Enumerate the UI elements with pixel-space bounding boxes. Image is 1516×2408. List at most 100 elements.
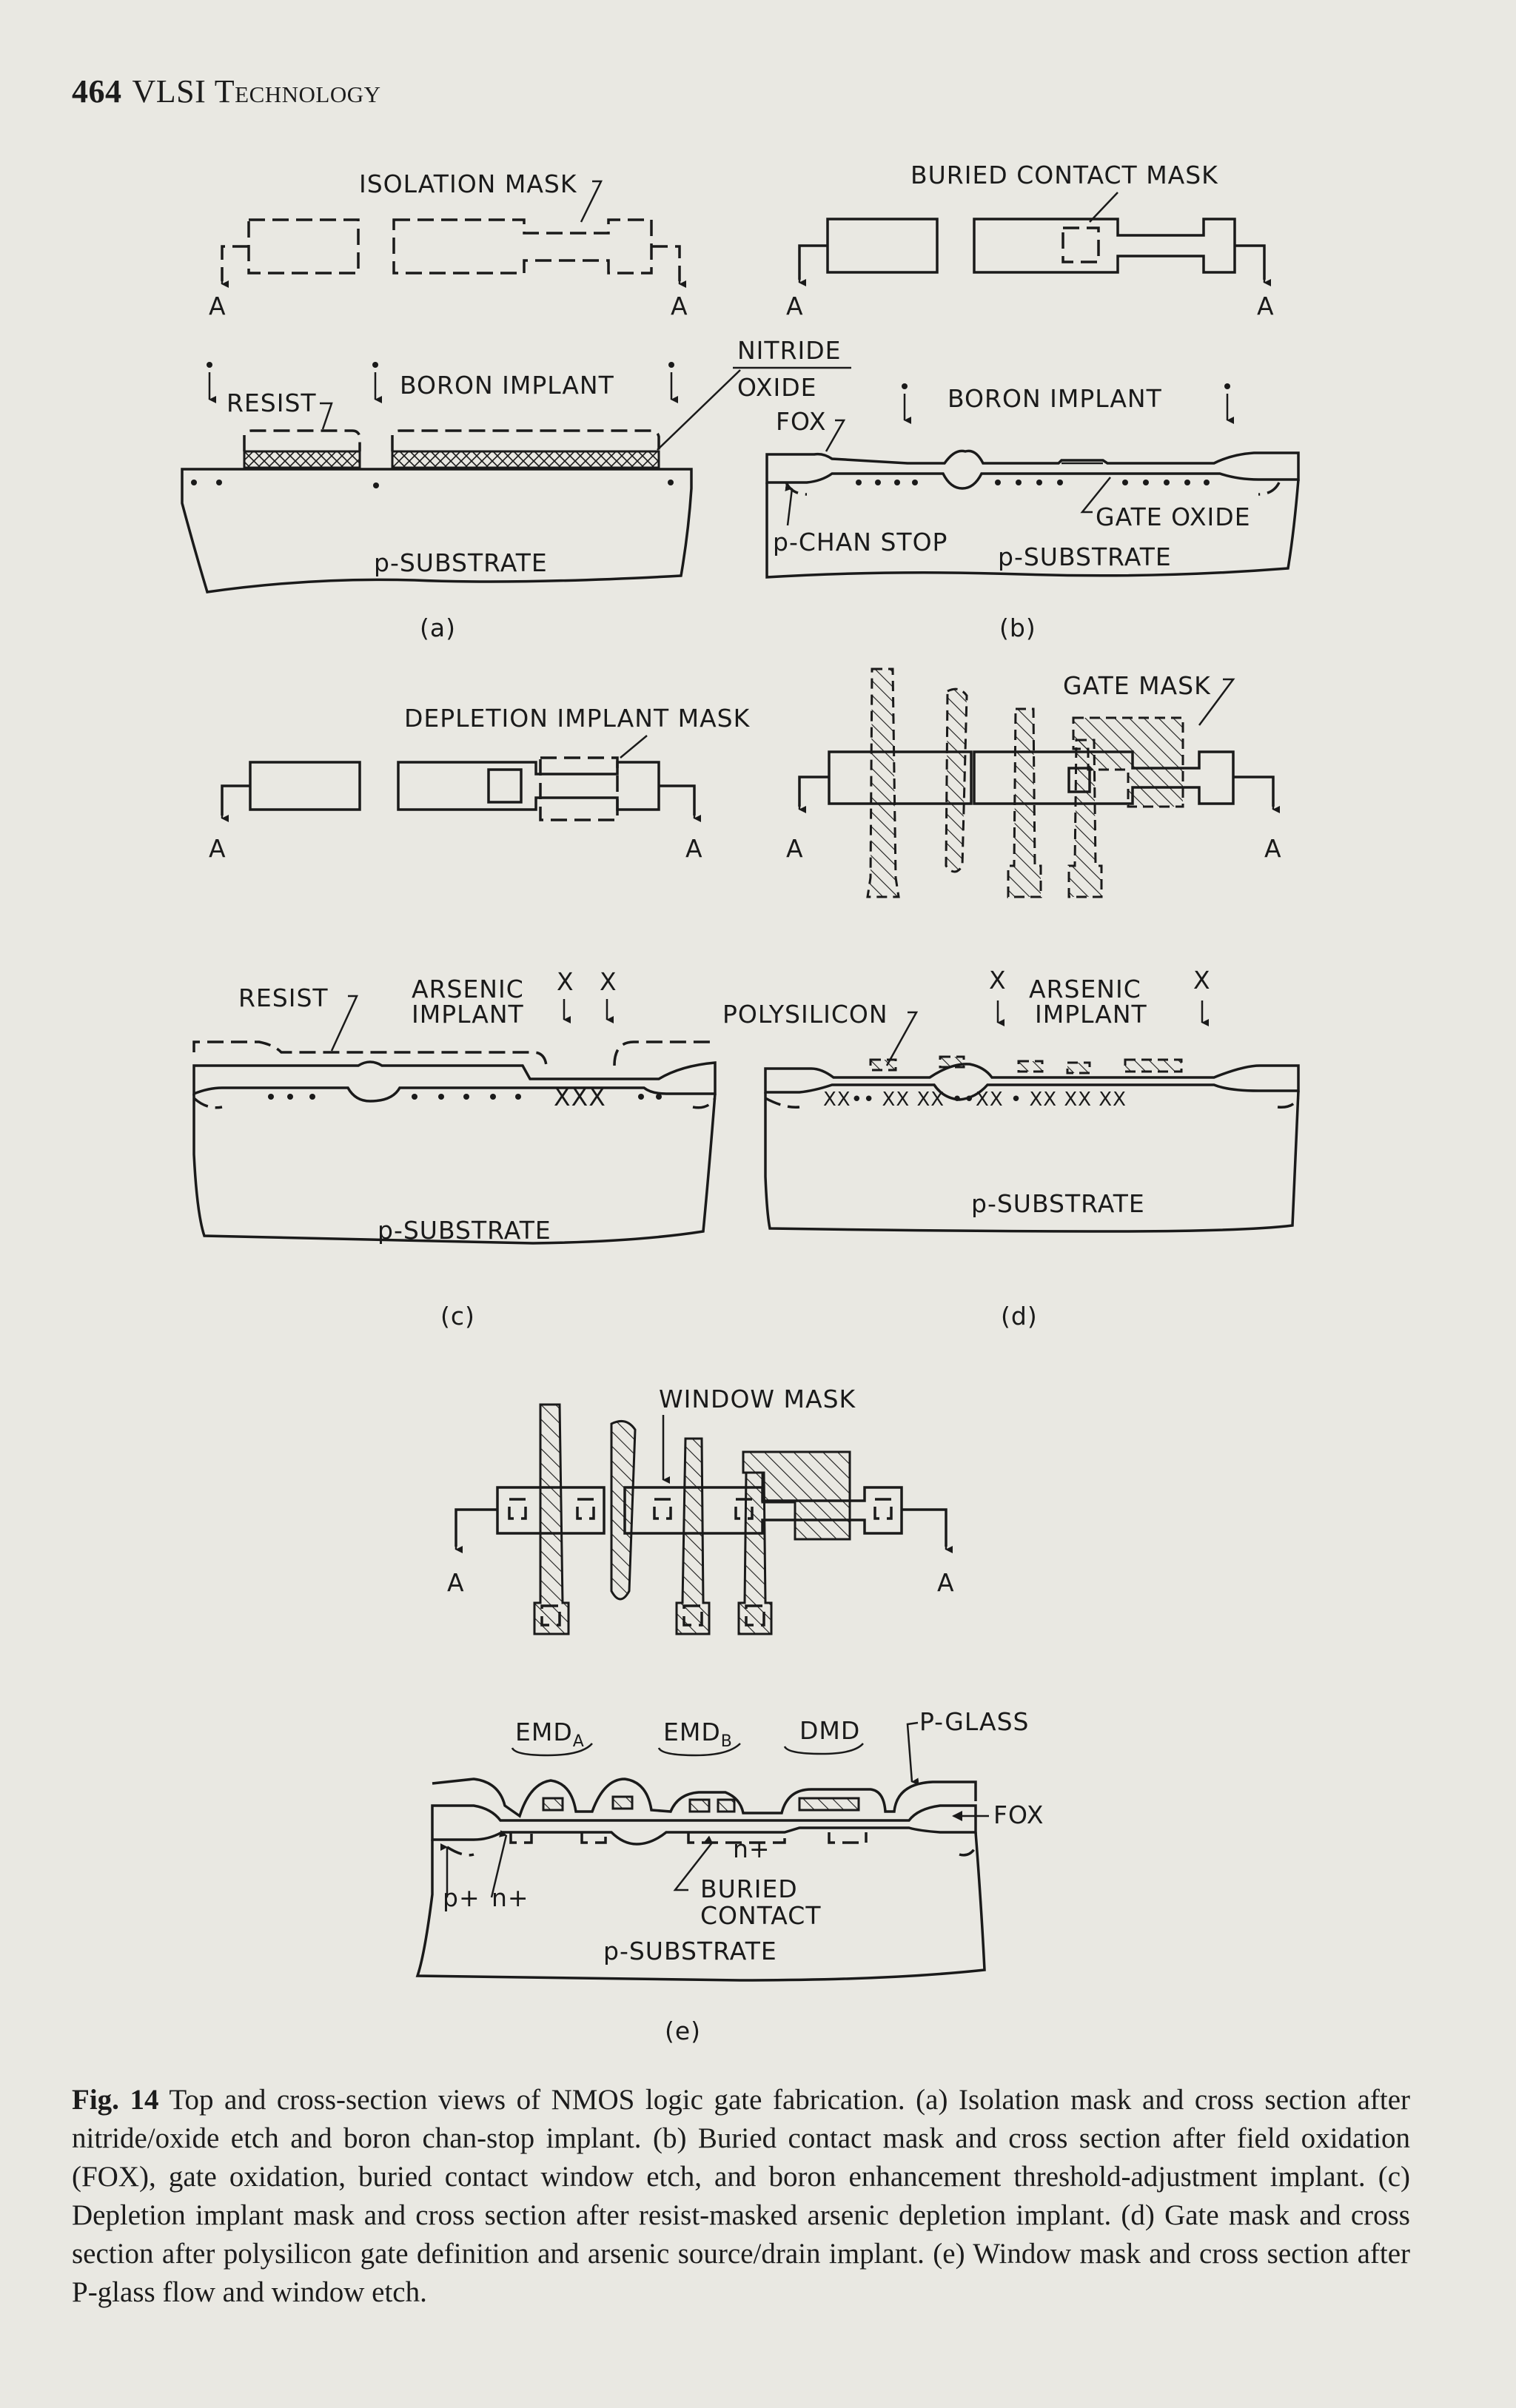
buried-contact-window (1061, 226, 1100, 263)
panel-b-top-view: BURIED CONTACT MASK A A (786, 161, 1274, 320)
poly-gate-depletion (1072, 716, 1184, 808)
isolation-mask-label: ISOLATION MASK (359, 169, 577, 198)
p-substrate-label-e: p-SUBSTRATE (603, 1937, 777, 1965)
panel-label-a: (a) (420, 613, 456, 642)
arsenic-implant-region-c: XXX (554, 1083, 606, 1111)
page-number: 464 (72, 73, 122, 110)
buried-label: BURIED (700, 1874, 798, 1903)
panel-e-cross-section: EMDA EMDB DMD P-GLASS FOX n+ p+ n+ BURIE… (415, 1707, 1043, 2045)
n-plus-label-buried: n+ (733, 1834, 771, 1863)
implant-dots-c (268, 1094, 662, 1100)
field-oxide-b (765, 449, 1300, 490)
section-a-right-e: A (937, 1568, 955, 1597)
panel-a-top-view: ISOLATION MASK A A (209, 169, 688, 320)
panel-d-cross-section: POLYSILICON X ARSENIC IMPLANT X XX•• XX … (722, 966, 1300, 1331)
active-region-left-c (249, 761, 361, 811)
panel-c-top-view: DEPLETION IMPLANT MASK A A (209, 704, 751, 863)
x-mark-c1: X (557, 967, 574, 996)
section-line-left (221, 245, 249, 281)
poly-gate-e1 (533, 1403, 570, 1635)
nitride-oxide-stack-left (243, 450, 361, 469)
x-mark-d1: X (989, 966, 1007, 995)
arsenic-label-d: ARSENIC (1029, 975, 1141, 1003)
gate-mask-label: GATE MASK (1063, 671, 1211, 700)
caption-label: Fig. 14 (72, 2084, 159, 2116)
gate-oxide-label: GATE OXIDE (1096, 502, 1251, 531)
poly-line-2 (945, 687, 968, 873)
resist-leader-a (320, 402, 333, 430)
section-a-left-b: A (786, 292, 804, 320)
contact-windows-e (508, 1498, 893, 1627)
active-region-right-c (397, 761, 660, 811)
nitride-label: NITRIDE (737, 336, 842, 365)
panel-b-cross-section: FOX BORON IMPLANT GATE OXIDE p-CHAN STOP… (765, 383, 1300, 642)
p-substrate-a (181, 468, 693, 593)
resist-label-c: RESIST (238, 983, 329, 1012)
poly-gate-e3 (675, 1437, 711, 1635)
section-a-right: A (671, 292, 688, 320)
resist-label-a: RESIST (227, 389, 317, 417)
caption-text: Top and cross-section views of NMOS logi… (72, 2084, 1411, 2308)
boron-implant-label-a: BORON IMPLANT (400, 371, 614, 400)
x-mark-d2: X (1193, 966, 1211, 995)
n-plus-label: n+ (492, 1883, 529, 1912)
depletion-mask-window (539, 756, 619, 821)
p-substrate-label-d: p-SUBSTRATE (971, 1189, 1145, 1218)
poly-gate-3 (1007, 707, 1042, 898)
active-region-left (826, 218, 939, 274)
polysilicon-label: POLYSILICON (722, 1000, 888, 1029)
resist-left-a (243, 429, 361, 451)
chan-stop-dots-a (191, 480, 674, 488)
source-drain-implant-marks-d: XX•• XX XX ••XX • XX XX XX (823, 1089, 1127, 1111)
nitride-oxide-callout: NITRIDE OXIDE (657, 336, 851, 451)
panel-d-top-view: GATE MASK A A (786, 667, 1281, 898)
isolation-mask-region-right (392, 218, 653, 275)
oxide-label: OXIDE (737, 373, 816, 402)
p-substrate-label-a: p-SUBSTRATE (374, 548, 548, 577)
section-line-left-b (798, 244, 828, 280)
p-chan-stop-label: p-CHAN STOP (773, 528, 948, 556)
fox-label-b: FOX (776, 407, 826, 436)
section-a-left-d: A (786, 834, 804, 863)
p-substrate-b (765, 479, 1300, 579)
poly-gate-depletion-e (742, 1450, 851, 1541)
resist-layer-c (192, 1040, 715, 1066)
panel-label-b: (b) (999, 613, 1036, 642)
emd-b-label: EMDB (663, 1718, 733, 1751)
p-glass-label: P-GLASS (919, 1707, 1029, 1736)
figure-caption: Fig. 14 Top and cross-section views of N… (72, 2081, 1410, 2312)
implant-label-c: IMPLANT (412, 1000, 524, 1029)
window-mask-label: WINDOW MASK (659, 1385, 856, 1413)
poly-gate-1 (866, 667, 900, 898)
p-substrate-e (415, 1832, 986, 1982)
isolation-mask-region-left (247, 218, 360, 275)
section-a-right-c: A (685, 834, 703, 863)
buried-contact-leader (1089, 192, 1118, 223)
boron-implant-label-b: BORON IMPLANT (948, 384, 1162, 413)
contact-label: CONTACT (700, 1901, 822, 1930)
field-oxide-d (764, 1063, 1300, 1101)
section-a-left-e: A (447, 1568, 465, 1597)
header-title: Technology (214, 73, 381, 110)
panel-c-cross-section: RESIST ARSENIC IMPLANT X X XXX p-SUBSTRA… (192, 967, 717, 1331)
active-region-right (973, 218, 1236, 274)
buried-contact-mask-label: BURIED CONTACT MASK (910, 161, 1218, 189)
emd-a-label: EMDA (515, 1718, 585, 1751)
dmd-label: DMD (799, 1716, 860, 1745)
isolation-mask-leader (580, 180, 603, 223)
poly-line-e2 (610, 1419, 637, 1601)
p-substrate-label-c: p-SUBSTRATE (378, 1216, 551, 1245)
running-header: 464 VLSI Technology (72, 73, 381, 110)
header-title-prefix: VLSI (132, 73, 207, 110)
poly-gate-e4 (737, 1471, 773, 1635)
implant-label-d: IMPLANT (1035, 1000, 1147, 1029)
depletion-implant-mask-label: DEPLETION IMPLANT MASK (404, 704, 751, 733)
panel-a-cross-section: RESIST BORON IMPLANT p-SUBSTRATE (a) (181, 362, 693, 642)
nitride-oxide-stack-right (391, 450, 660, 469)
section-line-right-b (1235, 244, 1266, 280)
resist-right-a (391, 429, 660, 451)
arsenic-label-c: ARSENIC (412, 975, 524, 1003)
poly-gates-e-cross (542, 1795, 860, 1813)
x-mark-c2: X (600, 967, 617, 996)
panel-e-top-view: WINDOW MASK A A (447, 1385, 955, 1635)
